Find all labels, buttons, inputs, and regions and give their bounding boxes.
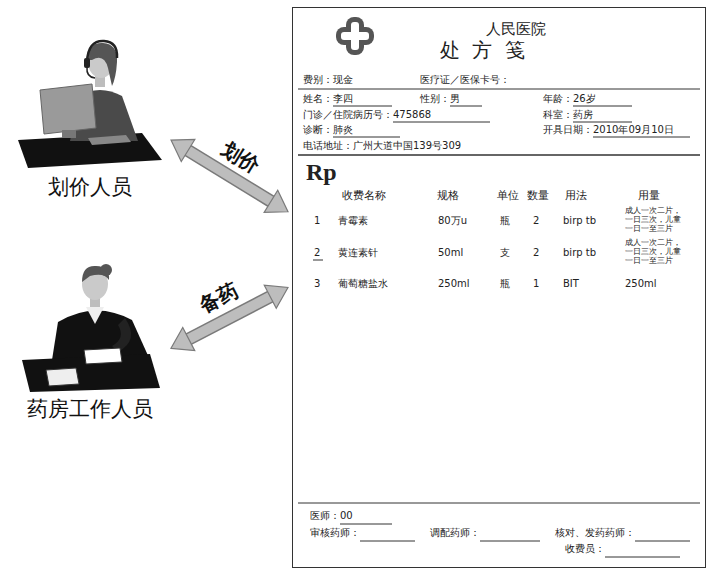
prescription-sheet: 人民医院处 方 笺费别：现金 医疗证／医保卡号： 姓名：李四 性别：男 年龄：26岁门诊… — [292, 7, 706, 568]
rule — [298, 154, 700, 156]
headset-ear — [84, 58, 90, 68]
hospital-name: 人民医院 — [486, 20, 546, 38]
underline — [333, 137, 400, 138]
role-caption: 药房工作人员 — [15, 397, 165, 422]
table-cell: 1 — [314, 215, 320, 227]
field: 医疗证／医保卡号： — [420, 74, 510, 86]
rule — [298, 89, 700, 90]
table-cell: 2 — [533, 247, 539, 259]
signature-field: 收费员： — [565, 543, 605, 555]
hair — [88, 43, 117, 86]
table-header: 收费名称 — [342, 189, 386, 202]
underline — [450, 106, 482, 107]
underline — [605, 557, 680, 558]
underline — [393, 122, 490, 123]
cashier-figure — [18, 41, 162, 168]
role-caption: 划价人员 — [15, 175, 165, 200]
field: 年龄：26岁 — [543, 93, 596, 105]
monitor-stand — [62, 130, 76, 138]
table-cell: 瓶 — [500, 278, 510, 290]
rp-mark: Rp — [306, 160, 337, 184]
collar — [86, 307, 104, 324]
headset — [87, 41, 117, 62]
table-cell: birp tb — [563, 247, 596, 259]
table-cell: 50ml — [438, 247, 463, 259]
keyboard — [88, 135, 131, 145]
table-header: 用法 — [565, 189, 587, 202]
box — [46, 368, 79, 386]
rule — [298, 503, 700, 504]
field: 开具日期：2010年09月10日 — [543, 124, 674, 136]
table-cell: 250ml — [438, 278, 470, 290]
field: 诊断：肺炎 — [303, 124, 353, 136]
table-cell: 黄连素针 — [338, 247, 378, 259]
desk — [18, 133, 162, 168]
underline — [313, 260, 323, 261]
table-cell: 成人一次二片，一日三次，儿童一日一至三片 — [625, 207, 685, 233]
underline — [480, 541, 540, 542]
field: 电话地址：广州大道中国139号309 — [303, 140, 461, 152]
table-cell: 成人一次二片，一日三次，儿童一日一至三片 — [625, 239, 685, 265]
table-header: 规格 — [437, 189, 459, 202]
arrow-head — [264, 190, 288, 212]
pharmacist-figure — [22, 264, 160, 392]
arrow-head — [171, 328, 195, 351]
paper — [84, 348, 122, 364]
underline — [593, 137, 690, 138]
field: 费别：现金 — [303, 74, 353, 86]
table-cell: 80万u — [438, 215, 467, 227]
underline — [635, 541, 690, 542]
table-cell: 瓶 — [500, 215, 510, 227]
signature-field: 医师：00 — [310, 510, 353, 522]
field: 门诊／住院病历号：475868 — [303, 109, 431, 121]
signature-field: 审核药师： — [310, 527, 360, 539]
sheet-title: 处 方 笺 — [440, 38, 528, 62]
field: 性别：男 — [420, 93, 460, 105]
table-cell: 3 — [314, 278, 320, 290]
underline — [360, 541, 415, 542]
staff-figure: 划价人员 — [15, 30, 165, 202]
sheet-rules — [298, 89, 700, 557]
table-cell: 2 — [314, 247, 320, 259]
underline — [340, 524, 392, 525]
arrow-head — [264, 285, 288, 308]
table-cell: 2 — [533, 215, 539, 227]
arm — [112, 318, 131, 352]
headset-mic — [87, 67, 95, 78]
logo-inner — [351, 22, 359, 50]
monitor — [40, 84, 96, 134]
field: 姓名：李四 — [303, 93, 353, 105]
underline — [573, 122, 632, 123]
arrow-head — [171, 139, 195, 161]
table-cell: 支 — [500, 247, 510, 259]
table-cell: 葡萄糖盐水 — [338, 278, 388, 290]
table-header: 用量 — [638, 189, 660, 202]
hair-bun — [100, 264, 112, 276]
signature-field: 核对、发药药师： — [555, 527, 635, 539]
table-cell: 250ml — [625, 278, 657, 290]
table-cell: 青霉素 — [338, 215, 368, 227]
table-cell: birp tb — [563, 215, 596, 227]
table-cell: BIT — [563, 278, 579, 290]
table-header: 单位 — [497, 189, 519, 202]
signature-field: 调配药师： — [430, 527, 480, 539]
staff-figure: 药房工作人员 — [15, 252, 165, 424]
underline — [573, 106, 632, 107]
underline — [333, 106, 392, 107]
hospital-logo — [336, 17, 374, 55]
table-header: 数量 — [527, 189, 549, 202]
field: 科室：药房 — [543, 109, 593, 121]
table-cell: 1 — [533, 278, 539, 290]
